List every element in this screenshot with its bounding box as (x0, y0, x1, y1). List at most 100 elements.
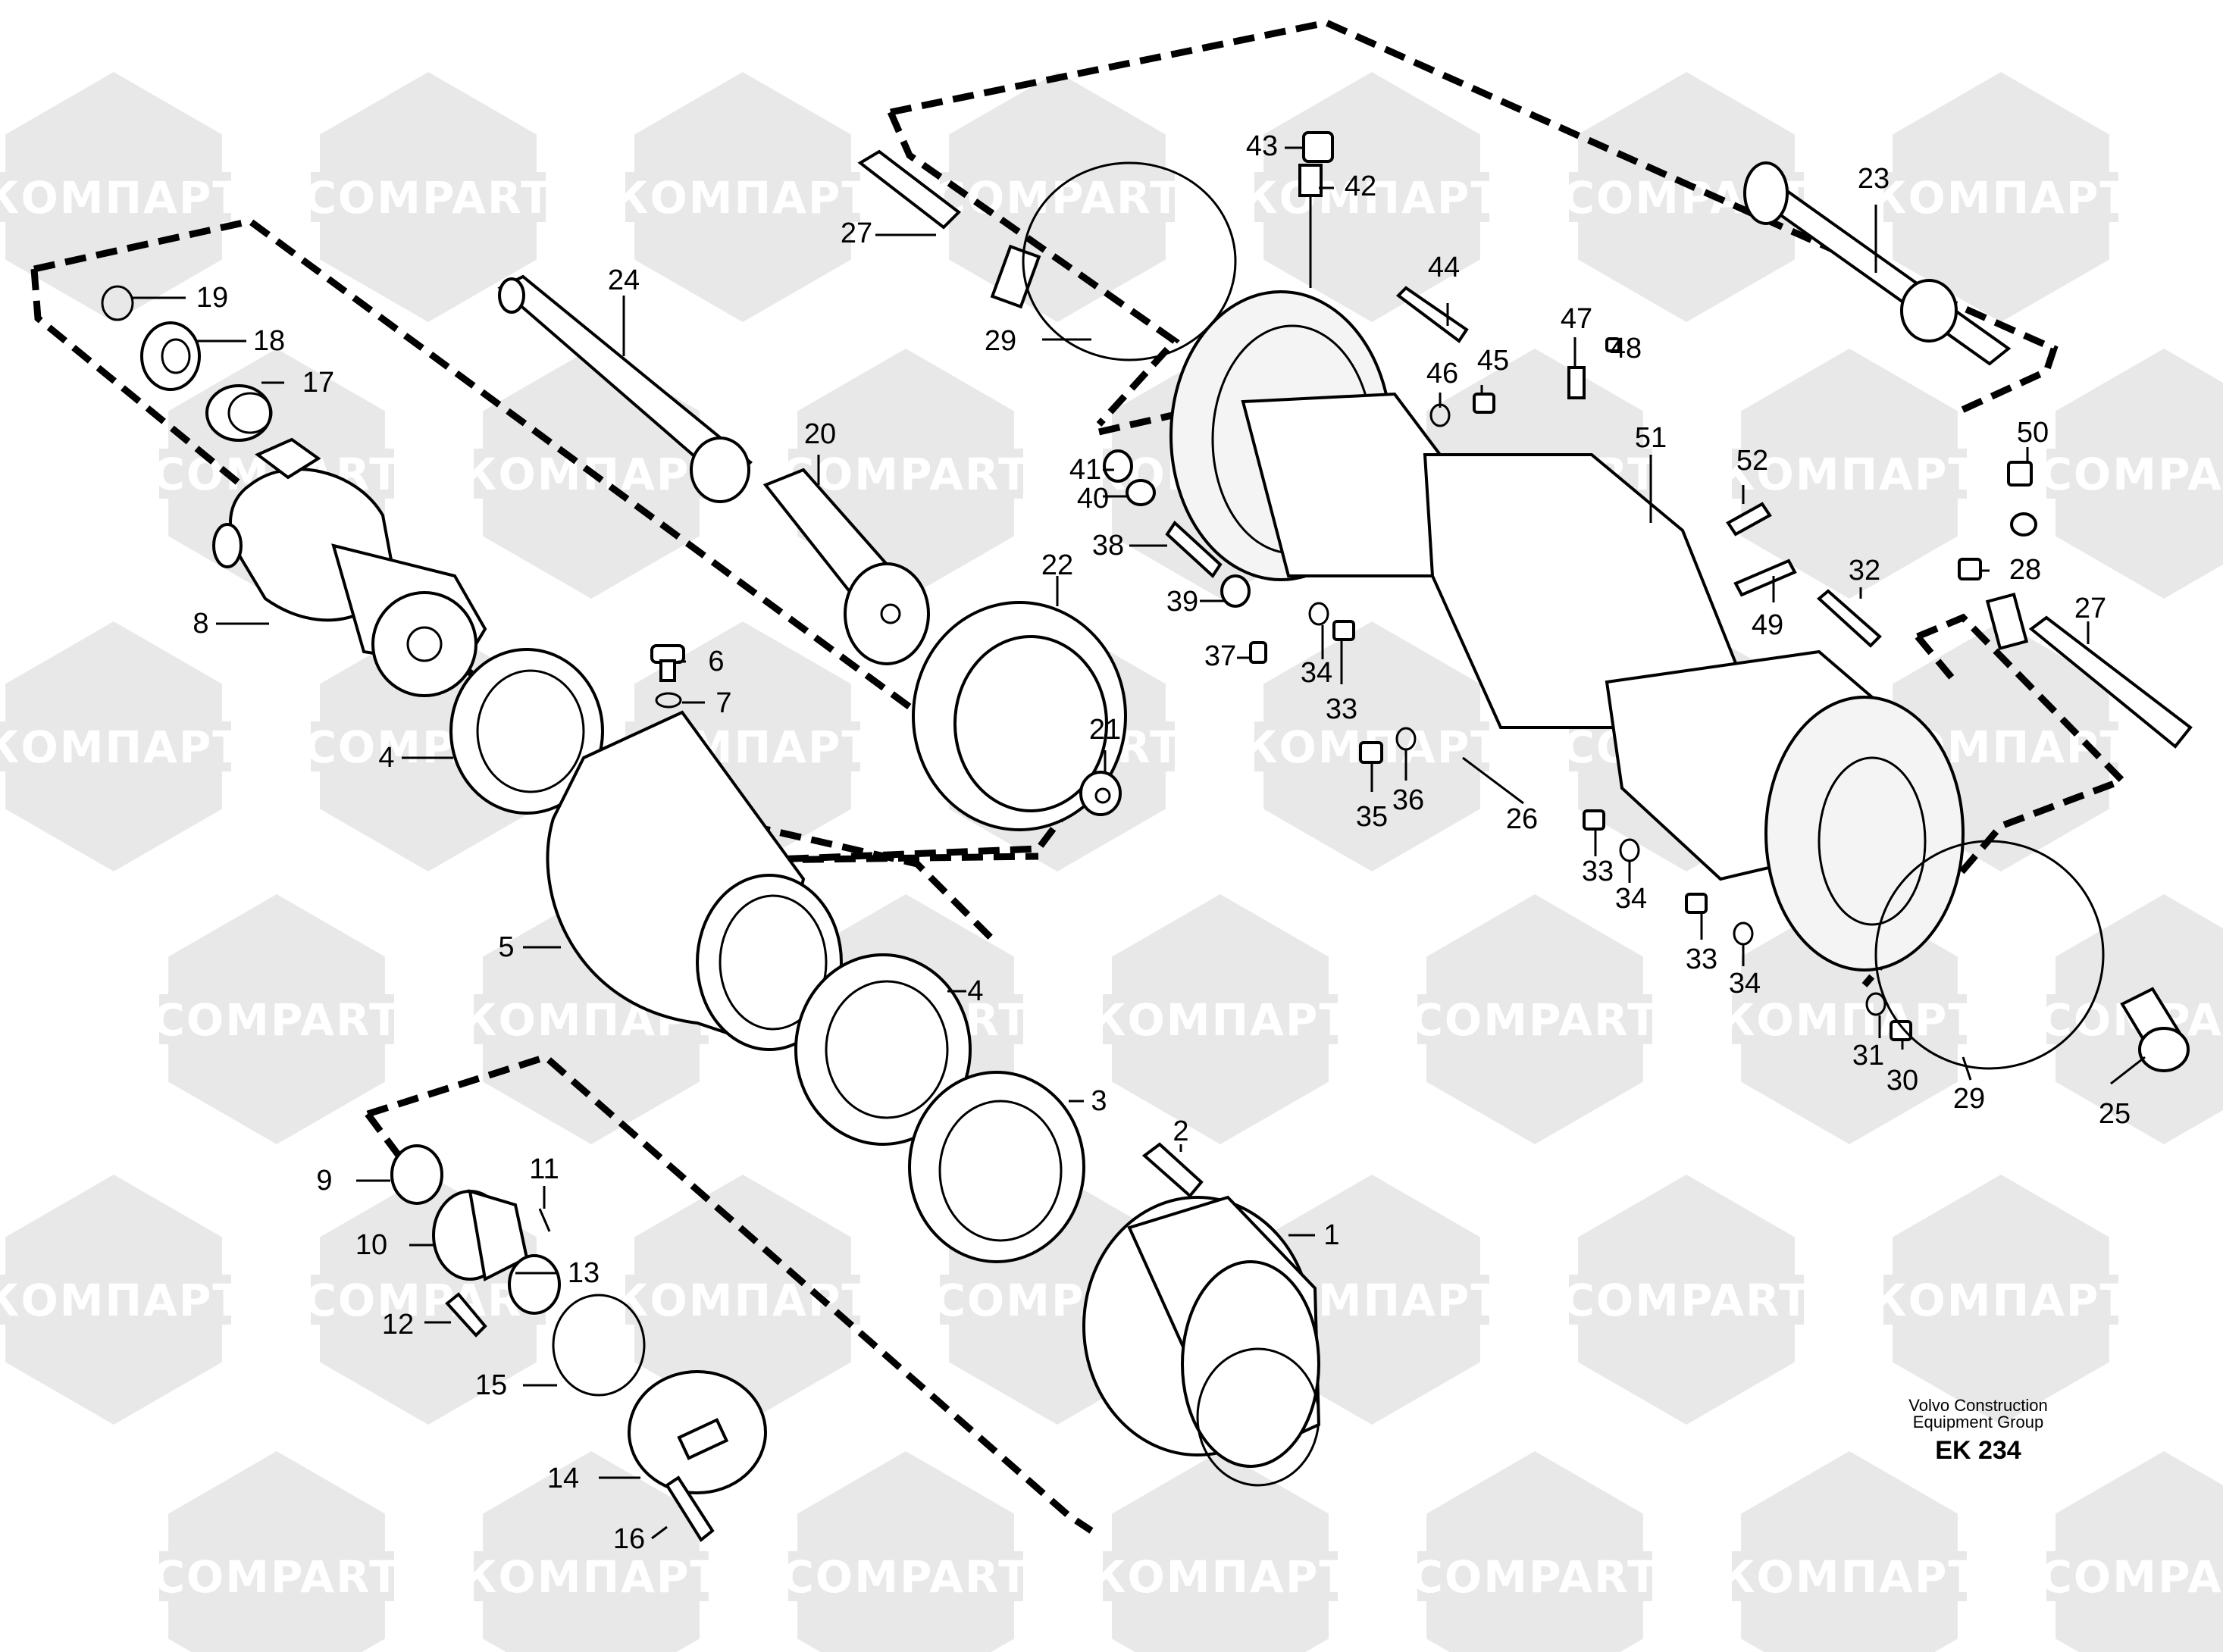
part-43-cap (1302, 131, 1334, 163)
callout-c1: 1 (1323, 1219, 1339, 1251)
watermark-text: КОМПАРТ (1241, 172, 1502, 224)
callout-c29b: 29 (1953, 1083, 1985, 1115)
part-23-half-shaft (1743, 161, 2012, 366)
callout-c28: 28 (2009, 554, 2041, 586)
callout-c40: 40 (1077, 483, 1109, 515)
callout-c47: 47 (1561, 303, 1592, 335)
watermark-text: КОМПАРТ (612, 172, 873, 224)
watermark-text: COMPART (781, 1551, 1029, 1603)
part-25-bushing (2120, 987, 2190, 1072)
callout-c12: 12 (382, 1309, 414, 1341)
callout-c17: 17 (302, 367, 334, 399)
watermark-band (1732, 449, 1967, 499)
watermark-tile: КОМПАРТ (1090, 1451, 1349, 1652)
part-13-plate (508, 1254, 561, 1315)
callout-c34c: 34 (1729, 968, 1761, 1000)
callout-c46: 46 (1426, 358, 1458, 390)
callout-c21: 21 (1089, 714, 1121, 746)
watermark-text: COMPART (152, 994, 400, 1046)
watermark-band (0, 172, 231, 222)
callout-c3: 3 (1091, 1085, 1107, 1117)
part-3-seal (908, 1071, 1085, 1263)
part-5-cone-housing (546, 710, 843, 1051)
part-33-screw-b (1583, 809, 1605, 831)
part-34-washer-b (1619, 838, 1640, 862)
watermark-text: КОМПАРТ (0, 1275, 244, 1326)
watermark-tile: COMPART (152, 894, 400, 1144)
callout-c25: 25 (2099, 1098, 2131, 1130)
watermark-tile: КОМПАРТ (1871, 72, 2130, 322)
callout-c23: 23 (1858, 163, 1890, 195)
callout-c34a: 34 (1301, 657, 1332, 689)
part-6-plug (650, 644, 685, 682)
part-31-washer (1865, 992, 1886, 1016)
callout-c48: 48 (1610, 333, 1642, 365)
part-9-plate (390, 1144, 443, 1205)
part-32-bolt (1816, 589, 1882, 648)
part-24-half-shaft (497, 274, 753, 503)
callout-c5: 5 (498, 931, 514, 963)
part-22-ring-gear (912, 601, 1127, 831)
callout-c24: 24 (608, 264, 640, 296)
part-27-lever-top (857, 149, 1041, 309)
watermark-band (1732, 1551, 1967, 1601)
watermark-text: КОМПАРТ (1719, 449, 1980, 500)
watermark-tile: COMPART (2040, 1451, 2223, 1652)
watermark-band (788, 1551, 1023, 1601)
part-29-o-ring-lower (1874, 840, 2105, 1070)
part-4-bearing-upper (449, 648, 604, 815)
part-47-bracket (1567, 366, 1586, 399)
part-33-screw-c (1685, 893, 1708, 914)
watermark-tile: КОМПАРТ (0, 72, 243, 322)
watermark-text: COMPART (1411, 994, 1658, 1046)
callout-c42: 42 (1345, 171, 1376, 202)
credit-line-1: Volvo Construction (1908, 1396, 2047, 1415)
watermark-tile: КОМПАРТ (461, 1451, 720, 1652)
watermark-band (1417, 1551, 1652, 1601)
callout-c49: 49 (1752, 609, 1783, 641)
part-44-stud (1395, 286, 1469, 343)
callout-c6: 6 (708, 646, 724, 677)
part-1-wheel-hub (1082, 1195, 1321, 1487)
callout-c8: 8 (193, 608, 208, 640)
callout-c44: 44 (1428, 252, 1460, 283)
watermark-text: КОМПАРТ (1719, 1551, 1980, 1603)
callout-c52: 52 (1736, 445, 1768, 477)
part-41-washer (1103, 449, 1133, 483)
watermark-text: COMPART (933, 172, 1181, 224)
watermark-band (940, 172, 1175, 222)
callout-c36: 36 (1392, 784, 1424, 816)
part-17-bushing (205, 384, 273, 442)
watermark-tile: COMPART (933, 72, 1181, 322)
watermark-text: COMPART (2040, 1551, 2223, 1603)
callout-c2: 2 (1173, 1115, 1188, 1147)
callout-c43: 43 (1246, 130, 1278, 162)
part-50-sensor (2007, 461, 2037, 537)
watermark-text: КОМПАРТ (1090, 994, 1351, 1046)
watermark-text: КОМПАРТ (612, 1275, 873, 1326)
callout-c27b: 27 (2074, 593, 2106, 624)
part-36-washer (1395, 727, 1417, 751)
watermark-band (311, 172, 546, 222)
callout-c18: 18 (253, 325, 285, 357)
watermark-tile: COMPART (2040, 349, 2223, 599)
part-2-bolt (1141, 1142, 1204, 1198)
part-4-bearing-lower (794, 953, 972, 1146)
credit-block: Volvo Construction Equipment Group EK 23… (1908, 1396, 2047, 1465)
callout-c45: 45 (1477, 345, 1509, 377)
part-16-screw (665, 1475, 715, 1542)
watermark-tile: COMPART (781, 1451, 1029, 1652)
callout-c33c: 33 (1686, 943, 1717, 975)
watermark-tile: КОМПАРТ (612, 72, 873, 322)
part-40-nut (1126, 479, 1156, 506)
credit-line-2: Equipment Group (1913, 1413, 2043, 1431)
callout-c7: 7 (715, 687, 731, 719)
callout-c14: 14 (547, 1463, 579, 1494)
watermark-tile: COMPART (304, 72, 551, 322)
watermark-band (625, 172, 860, 222)
watermark-tile: КОМПАРТ (1241, 621, 1501, 871)
callout-c13: 13 (568, 1257, 600, 1289)
part-34-washer-c (1733, 921, 1754, 946)
watermark-text: COMPART (152, 1551, 400, 1603)
